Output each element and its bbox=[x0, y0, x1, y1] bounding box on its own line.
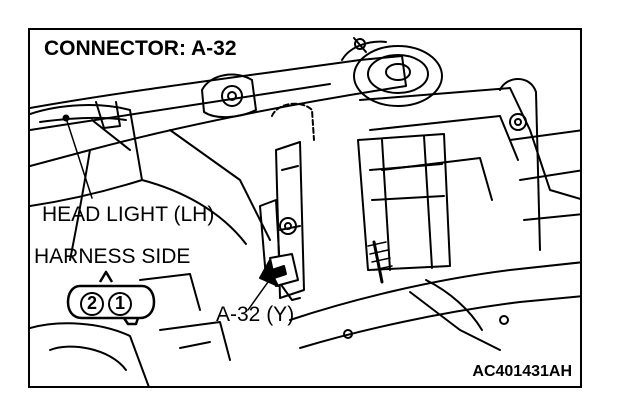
radiator-support bbox=[359, 87, 580, 200]
lower-cross-member bbox=[289, 261, 580, 321]
harness-side-label: HARNESS SIDE bbox=[34, 245, 191, 268]
connector-label: A-32 (Y) bbox=[216, 303, 295, 326]
ground-stud bbox=[372, 240, 384, 284]
connector-face-icon bbox=[66, 270, 156, 326]
horn-drawing bbox=[341, 37, 443, 107]
component-label: HEAD LIGHT (LH) bbox=[42, 203, 215, 226]
mounting-bracket bbox=[201, 73, 257, 118]
engine-bay-drawing bbox=[30, 37, 580, 386]
diagram-title: CONNECTOR: A-32 bbox=[44, 37, 237, 60]
pin-2: 2 bbox=[80, 292, 104, 316]
headlight-housing bbox=[30, 104, 143, 207]
connector-arrow bbox=[259, 259, 287, 287]
front-frame-member bbox=[30, 55, 407, 167]
pin-1: 1 bbox=[108, 292, 132, 316]
diagram-frame: CONNECTOR: A-32 HEAD LIGHT (LH) HARNESS … bbox=[28, 28, 582, 388]
air-box bbox=[357, 133, 451, 271]
figure-code: AC401431AH bbox=[472, 363, 572, 380]
